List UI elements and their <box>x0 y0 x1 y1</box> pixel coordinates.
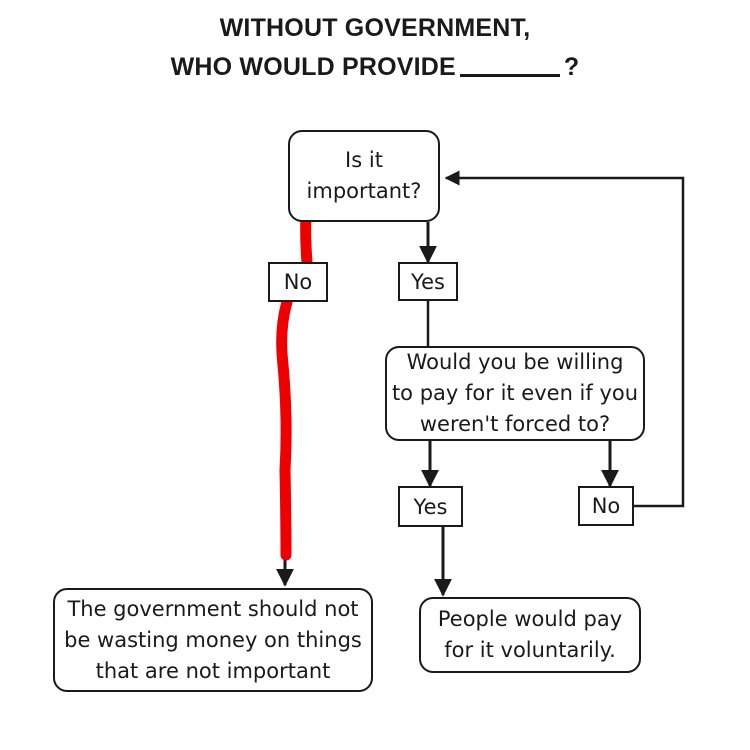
title-line-1: WITHOUT GOVERNMENT, <box>219 14 531 42</box>
label-no-not-willing: No <box>578 486 634 526</box>
title-suffix: ? <box>563 53 580 81</box>
connector-no-loop-back <box>444 170 685 508</box>
result-government-line-3: that are not important <box>95 658 331 683</box>
red-highlight-long <box>276 296 293 561</box>
decision-willing-line-2: to pay for it even if you <box>391 381 639 405</box>
decision-is-it-important: Is it important? <box>288 130 440 222</box>
title-prefix: WHO WOULD PROVIDE <box>170 53 456 81</box>
result-voluntary-line-1: People would pay <box>437 607 623 631</box>
title-blank <box>459 52 560 77</box>
decision-willing-line-3: weren't forced to? <box>419 412 611 436</box>
title-line-2: WHO WOULD PROVIDE? <box>0 52 750 82</box>
result-people-pay-voluntarily: People would pay for it voluntarily. <box>419 597 641 673</box>
result-government-line-2: be wasting money on things <box>64 627 362 652</box>
decision-willing-to-pay: Would you be willing to pay for it even … <box>385 346 645 441</box>
red-highlight-short <box>300 209 313 268</box>
decision-important-line-2: important? <box>306 179 422 203</box>
result-voluntary-line-2: for it voluntarily. <box>444 638 616 662</box>
result-government-line-1: The government should not <box>67 596 359 621</box>
label-yes-willing: Yes <box>398 486 463 527</box>
decision-important-line-1: Is it <box>345 148 383 172</box>
result-government-should-not-waste: The government should not be wasting mon… <box>53 588 373 692</box>
label-yes-important: Yes <box>398 262 458 301</box>
label-no-unimportant: No <box>268 262 328 302</box>
decision-willing-line-1: Would you be willing <box>406 350 624 374</box>
